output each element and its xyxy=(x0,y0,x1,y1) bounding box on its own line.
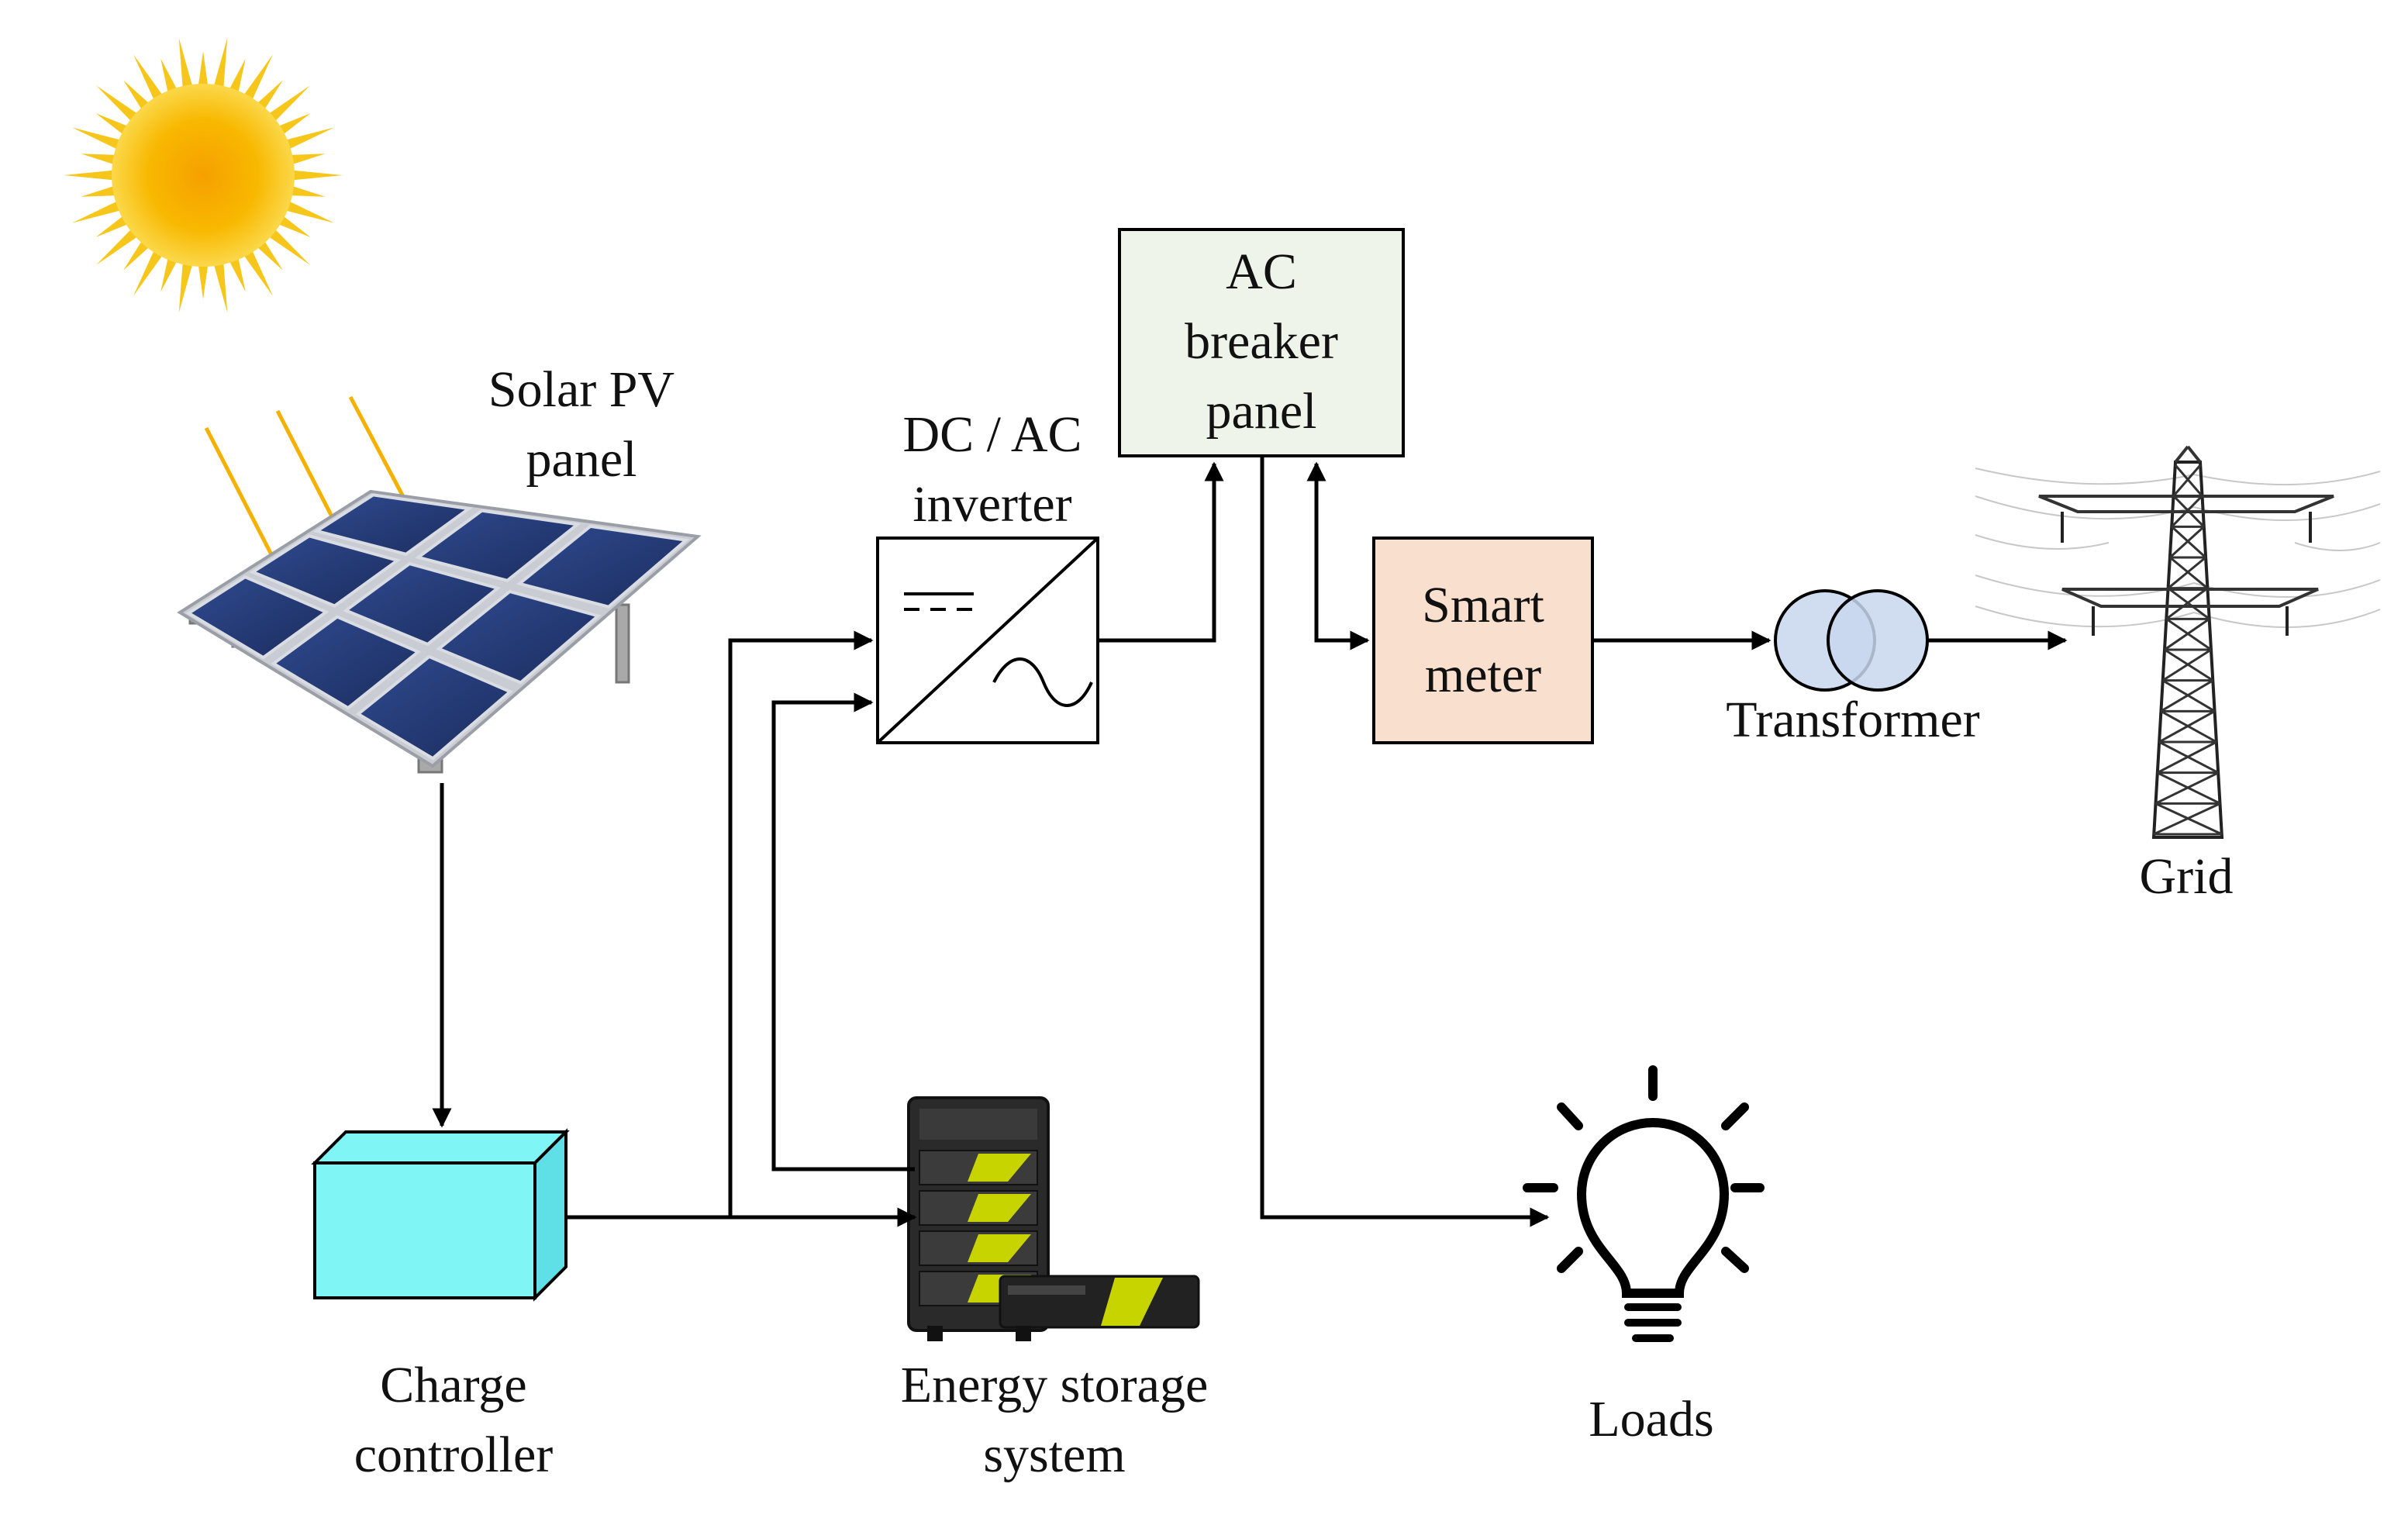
energy-storage-label: Energy storage system xyxy=(853,1351,1256,1490)
transmission-tower-icon xyxy=(1975,445,2381,839)
solar-pv-panel-label: Solar PV panel xyxy=(465,355,698,495)
inverter-to-ac-breaker-arrow xyxy=(1098,461,1224,643)
connection-lines xyxy=(432,456,2068,1227)
energy-storage-label-line1: Energy storage xyxy=(900,1357,1209,1413)
ac-breaker-to-loads-arrow xyxy=(1260,456,1550,1227)
inverter-label-line1: DC / AC xyxy=(902,406,1082,463)
transformer-label: Transformer xyxy=(1726,692,1980,748)
ac-breaker-label-line3: panel xyxy=(1206,383,1317,440)
smart-meter-label-line2: meter xyxy=(1424,647,1542,703)
light-bulb-icon xyxy=(1523,1065,1765,1342)
sun-icon xyxy=(64,37,343,313)
inverter-label-line2: inverter xyxy=(912,476,1072,533)
charge-controller-label: Charge controller xyxy=(310,1351,597,1490)
charge-controller-label-line2: controller xyxy=(354,1427,554,1483)
transformer-symbol-icon xyxy=(1774,589,1929,692)
charge-controller-label-line1: Charge xyxy=(380,1357,527,1413)
charge-controller-box-icon xyxy=(311,1128,570,1302)
ac-breaker-label-line1: AC xyxy=(1226,243,1297,300)
smart-meter-label-line1: Smart xyxy=(1422,577,1544,633)
battery-rack-icon xyxy=(907,1096,1200,1341)
energy-storage-label-line2: system xyxy=(983,1427,1126,1483)
loads-label: Loads xyxy=(1589,1391,1714,1447)
ac-breaker-panel-label: AC breaker panel xyxy=(1119,237,1403,447)
dc-ac-inverter-symbol-icon xyxy=(876,537,1099,744)
ac-breaker-panel-box xyxy=(1118,228,1405,457)
storage-to-inverter-arrow xyxy=(771,692,915,1171)
smart-meter-box xyxy=(1372,537,1594,744)
smart-meter-label: Smart meter xyxy=(1374,571,1592,710)
inverter-label: DC / AC inverter xyxy=(868,400,1116,540)
ac-breaker-smart-meter-bidirectional-arrow xyxy=(1306,461,1370,650)
grid-label: Grid xyxy=(2139,848,2234,905)
solar-pv-label-line2: panel xyxy=(526,431,637,488)
solar-panel-icon xyxy=(177,489,702,774)
controller-to-inverter-arrow xyxy=(728,630,874,1217)
solar-pv-label-line1: Solar PV xyxy=(488,361,675,418)
ac-breaker-label-line2: breaker xyxy=(1185,313,1338,370)
